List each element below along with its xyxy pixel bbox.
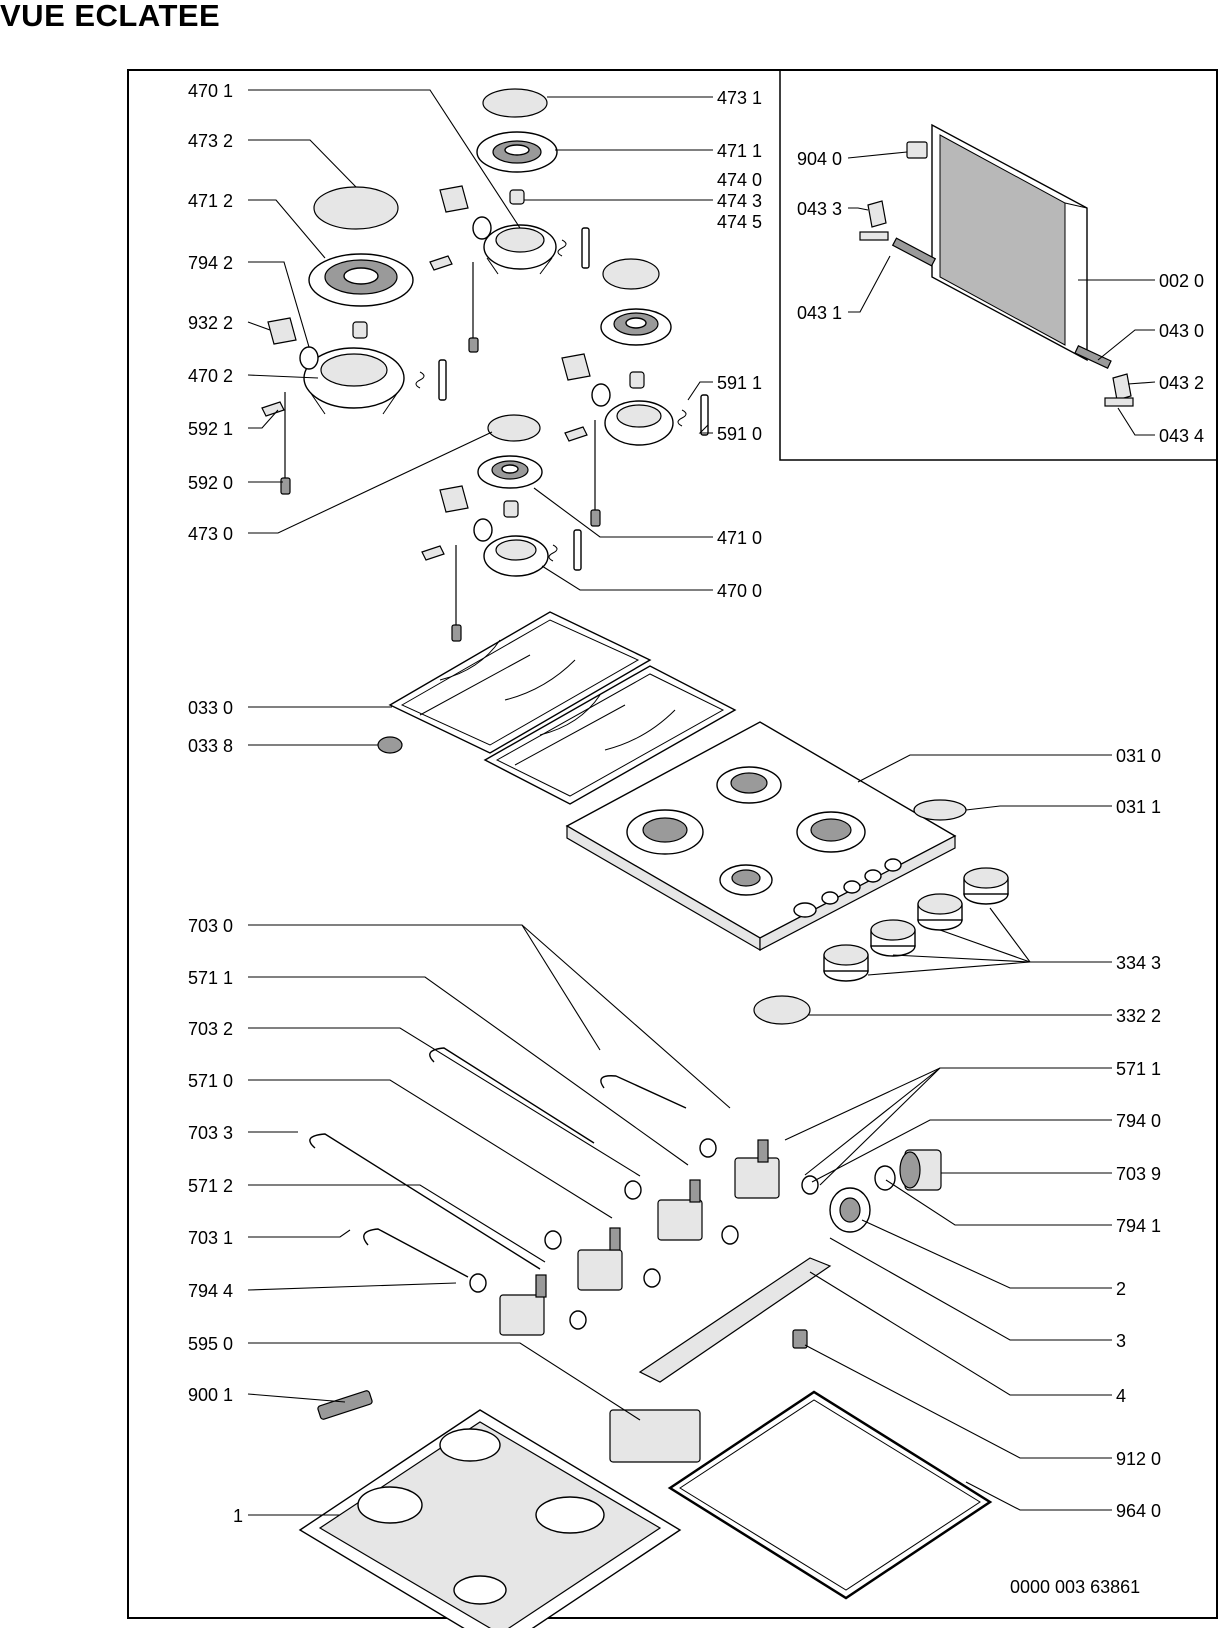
page-title: VUE ECLATEE [0,0,221,33]
callout-label: 002 0 [1159,271,1204,291]
callout-label: 474 3 [717,191,762,211]
callout-label: 4 [1116,1386,1126,1406]
glass-lid [859,123,1134,407]
callout-label: 592 1 [188,419,233,439]
callout-label: 571 1 [188,968,233,988]
callout-label: 794 1 [1116,1216,1161,1236]
burner-crowns [308,131,672,489]
callout-label: 031 0 [1116,746,1161,766]
callout-label: 703 1 [188,1228,233,1248]
callout-label: 033 8 [188,736,233,756]
burner-caps [313,88,660,442]
spark-electrodes [415,227,709,571]
burner-bodies [303,224,674,577]
callout-label: 3 [1116,1331,1126,1351]
callout-label: 473 0 [188,524,233,544]
document-code: 0000 003 63861 [1010,1577,1140,1597]
callout-label: 794 0 [1116,1111,1161,1131]
callout-label: 043 3 [797,199,842,219]
callout-label: 470 0 [717,581,762,601]
base-tray [298,1390,993,1628]
inset-frame [779,70,1217,461]
callout-label: 703 2 [188,1019,233,1039]
callout-label: 474 0 [717,170,762,190]
callout-label: 964 0 [1116,1501,1161,1521]
callout-label: 473 1 [717,88,762,108]
callout-label: 571 1 [1116,1059,1161,1079]
callout-label: 470 2 [188,366,233,386]
leader-lines [247,89,1156,1516]
callout-label: 2 [1116,1279,1126,1299]
callout-label: 900 1 [188,1385,233,1405]
gas-pipes [309,1047,687,1278]
callout-label: 473 2 [188,131,233,151]
gas-inlet [638,1149,942,1383]
callout-label: 332 2 [1116,1006,1161,1026]
callout-label: 591 0 [717,424,762,444]
callout-label: 932 2 [188,313,233,333]
callout-label: 033 0 [188,698,233,718]
callout-label: 334 3 [1116,953,1161,973]
callout-label: 904 0 [797,149,842,169]
callout-label: 571 0 [188,1071,233,1091]
callout-label: 470 1 [188,81,233,101]
callout-label: 031 1 [1116,797,1161,817]
callout-label: 591 1 [717,373,762,393]
diagram-frame [127,69,1218,1619]
callout-label: 043 4 [1159,426,1204,446]
callout-label: 043 2 [1159,373,1204,393]
pan-supports [377,611,737,805]
callout-label: 571 2 [188,1176,233,1196]
gas-valves [469,1138,819,1336]
callout-label: 592 0 [188,473,233,493]
ignition-clips [267,185,591,513]
callout-label: 794 2 [188,253,233,273]
control-knobs [753,867,1009,1025]
callout-label: 595 0 [188,1334,233,1354]
callout-label: 471 0 [717,528,762,548]
callout-label: 912 0 [1116,1449,1161,1469]
callout-label: 1 [233,1506,243,1526]
callout-label: 703 0 [188,916,233,936]
thermocouples [261,255,601,642]
callout-label: 043 0 [1159,321,1204,341]
burner-injectors [352,189,645,518]
callout-label: 471 2 [188,191,233,211]
callout-label: 703 3 [188,1123,233,1143]
callout-label: 043 1 [797,303,842,323]
callout-label: 794 4 [188,1281,233,1301]
callout-labels: 470 1 473 2 471 2 794 2 932 2 470 2 592 … [188,81,1204,1597]
callout-label: 471 1 [717,141,762,161]
hob-top [565,721,967,952]
callout-label: 474 5 [717,212,762,232]
callout-label: 703 9 [1116,1164,1161,1184]
